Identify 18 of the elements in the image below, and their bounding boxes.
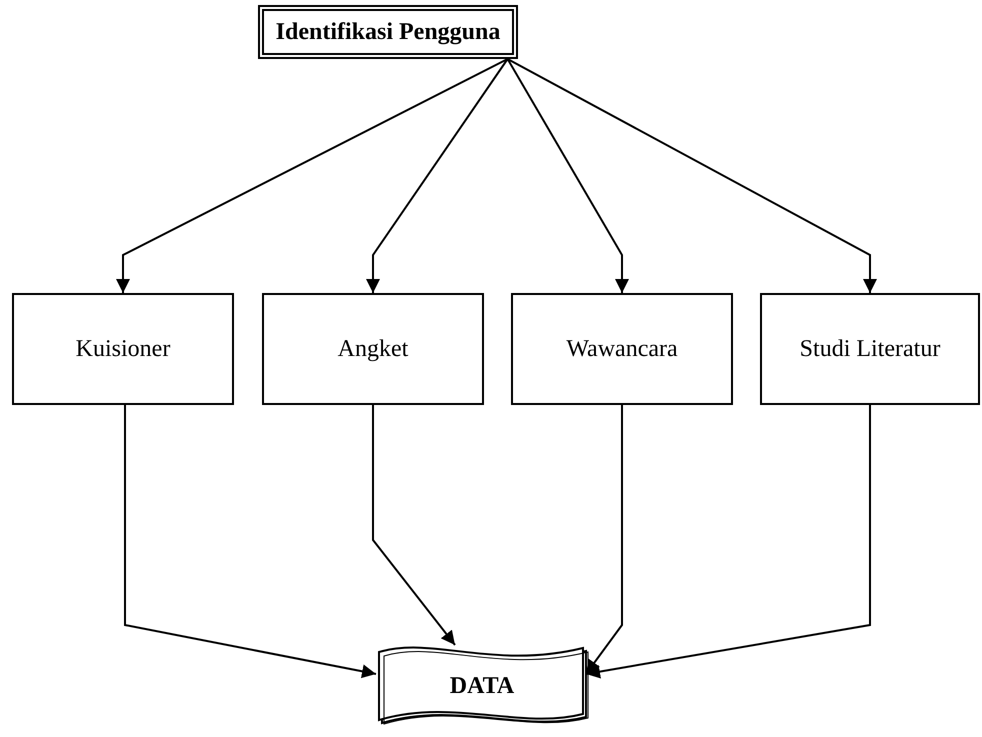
node-label: Angket <box>338 336 408 362</box>
arrow <box>116 58 508 293</box>
node-label: Identifikasi Pengguna <box>276 18 500 46</box>
arrow <box>586 405 871 679</box>
title-box <box>258 5 518 59</box>
process-box <box>12 293 234 405</box>
node-label: Kuisioner <box>76 336 170 362</box>
node-label: Wawancara <box>566 336 678 362</box>
arrow <box>506 58 629 293</box>
process-box <box>760 293 980 405</box>
arrow <box>124 405 376 678</box>
arrow <box>372 405 456 646</box>
node-label: Studi Literatur <box>800 336 940 362</box>
node-label: DATA <box>450 672 514 700</box>
process-box <box>511 293 733 405</box>
arrow <box>366 58 508 293</box>
process-box <box>262 293 484 405</box>
arrow <box>507 58 877 293</box>
